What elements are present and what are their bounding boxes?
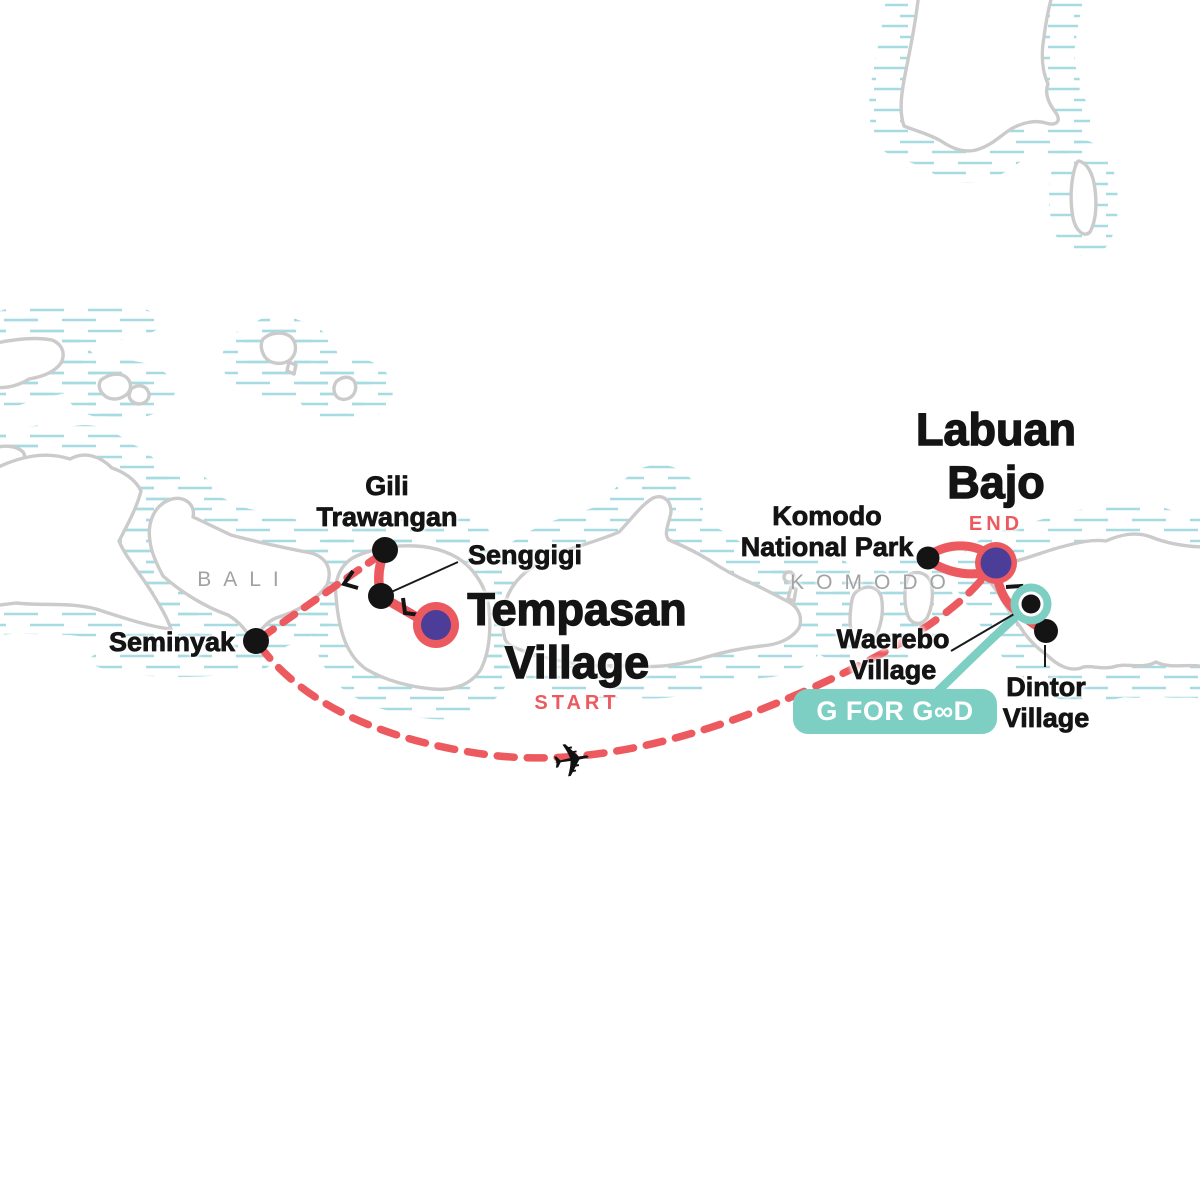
island-komodo-sliver (786, 585, 798, 603)
island-kangean-c2 (285, 360, 298, 376)
island-kangean-b2 (127, 384, 151, 406)
island-komodo-2 (903, 570, 935, 626)
island-kangean-a (0, 336, 65, 390)
route-boat-gili-seminyak (258, 551, 384, 641)
island-kangean-d (332, 375, 358, 402)
label-waerebo-village: Waerebo Village (836, 624, 950, 686)
label-komodo-national-park: Komodo National Park (740, 501, 914, 563)
start-tag: START (534, 692, 620, 714)
label-seminyak: Seminyak (108, 627, 236, 658)
island-komodo-1 (848, 585, 885, 649)
region-label-bali: BALI (197, 568, 291, 591)
islands (0, 0, 1200, 692)
label-gili-trawangan: Gili Trawangan (316, 471, 458, 533)
stop-dot-seminyak (243, 628, 269, 654)
g-for-good-badge: G FOR G∞D (793, 689, 997, 734)
stop-dot-gili-trawangan (372, 537, 398, 563)
island-sumbawa (500, 495, 803, 669)
waerebo-gforgood-marker (1010, 583, 1052, 625)
island-kangean-b1 (97, 372, 133, 401)
g-for-good-label: G FOR G∞D (816, 696, 974, 726)
start-title: Tempasan Village (467, 583, 688, 688)
stop-markers (243, 537, 1058, 654)
label-senggigi: Senggigi (468, 540, 583, 571)
island-selayar (1069, 159, 1098, 236)
stop-dot-dintor-village (1034, 619, 1058, 643)
chevron-near-start (401, 597, 421, 617)
leader-senggigi (388, 561, 459, 594)
island-kangean-c (259, 331, 298, 365)
island-sulawesi (899, 0, 1060, 153)
end-title: Labuan Bajo (915, 403, 1076, 508)
plane-icon: ✈ (547, 730, 597, 792)
island-komodo-tiny (782, 570, 796, 584)
end-marker (975, 542, 1017, 584)
start-marker (413, 602, 459, 648)
stop-dot-waerebo-village (1021, 594, 1041, 614)
stop-dot-komodo-national-park (916, 546, 940, 570)
island-java-tip (0, 453, 173, 631)
end-tag: END (968, 513, 1024, 535)
stop-dot-senggigi (368, 583, 394, 609)
chevron-toward-seminyak (340, 569, 359, 590)
region-label-komodo: KOMODO (790, 571, 958, 594)
label-dintor-village: Dintor Village (1002, 672, 1090, 734)
island-bali (147, 496, 331, 643)
route-gforgood-waerebo (933, 608, 1025, 696)
